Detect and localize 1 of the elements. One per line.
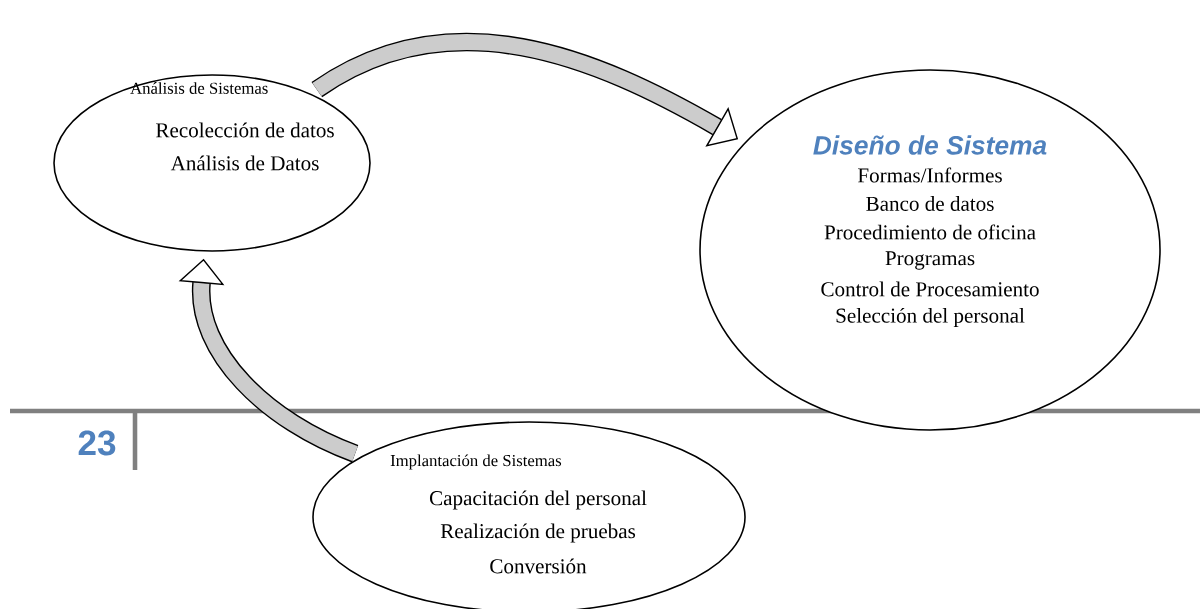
page-number: 23: [78, 430, 116, 456]
